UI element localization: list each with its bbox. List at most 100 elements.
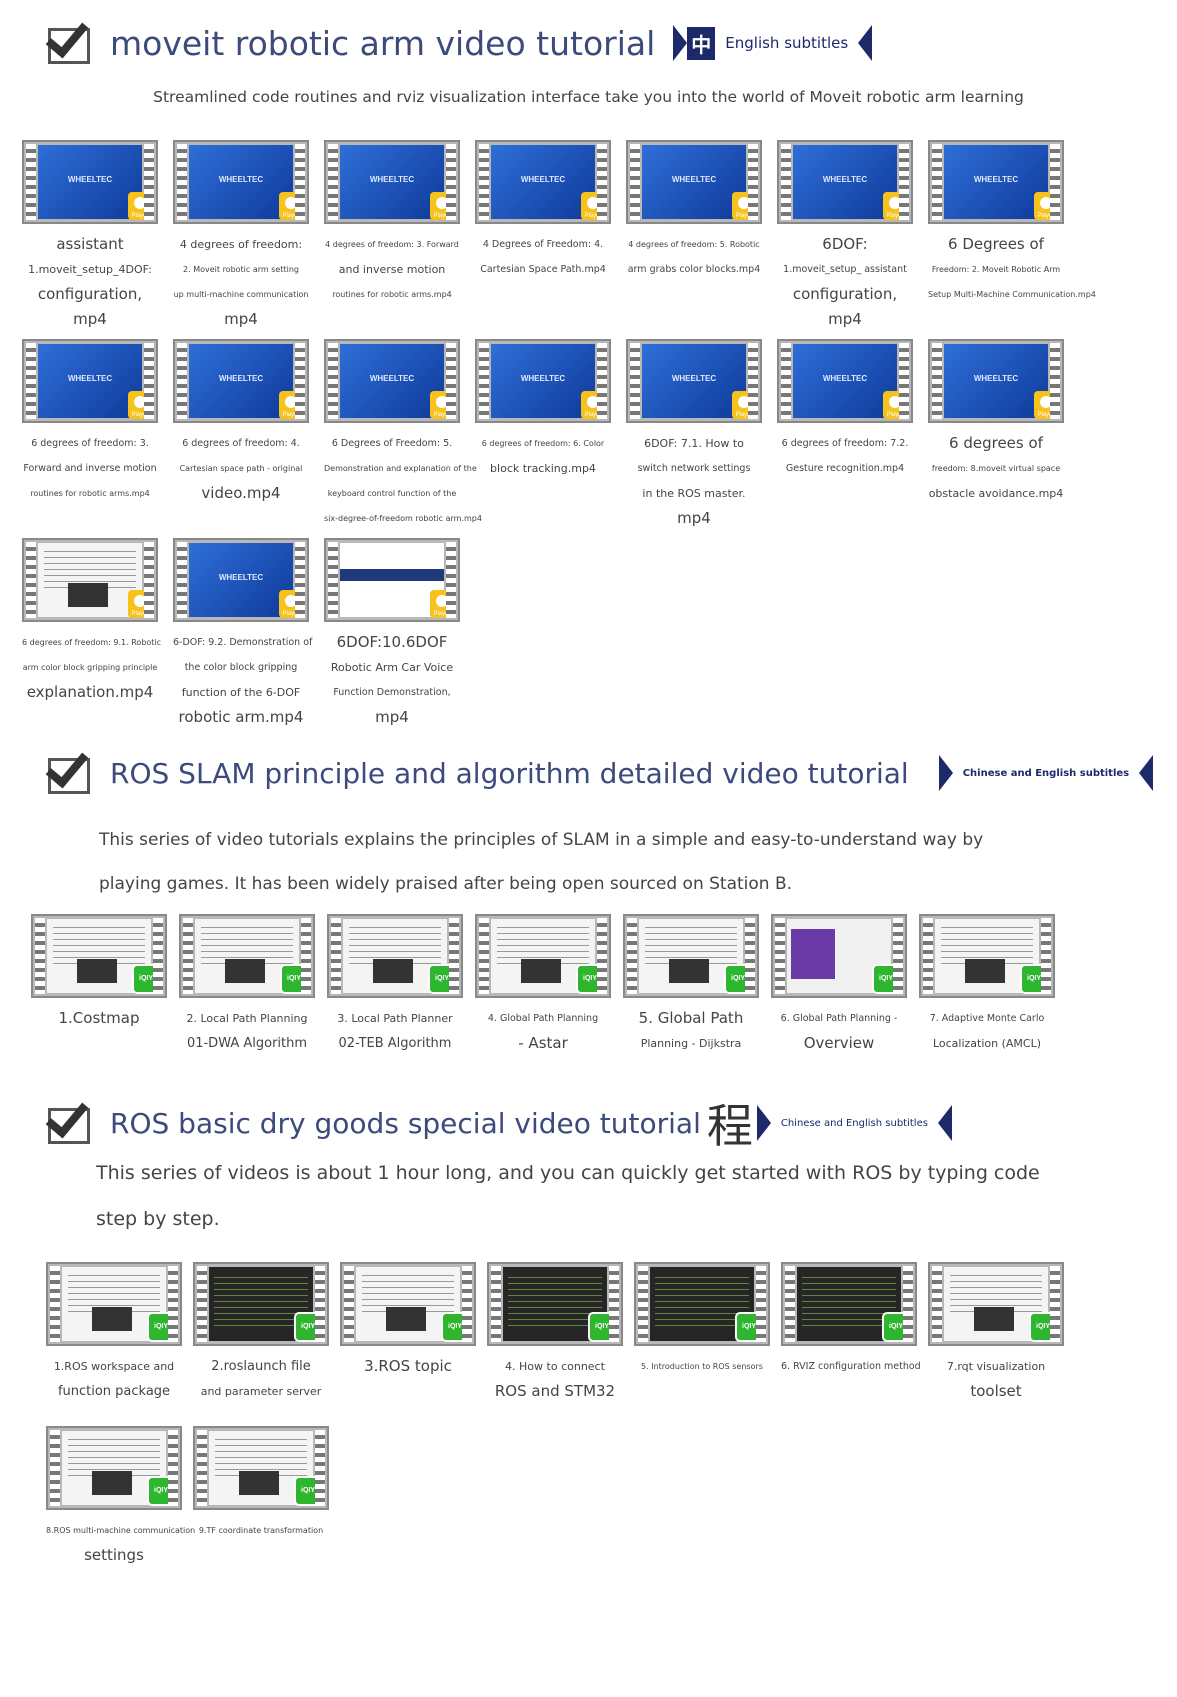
video-caption[interactable]: 6. Global Path Planning -Overview: [771, 1006, 907, 1056]
iqiyi-icon[interactable]: iQIYI: [294, 1312, 324, 1342]
video-caption[interactable]: 4. Global Path Planning- Astar: [475, 1006, 611, 1056]
film-frame[interactable]: iQIYI: [623, 914, 759, 998]
film-frame[interactable]: iQIYI: [771, 914, 907, 998]
video-thumbnail[interactable]: iQIYI 9.TF coordinate transformation: [193, 1426, 329, 1543]
video-thumbnail[interactable]: iQIYI 4. Global Path Planning- Astar: [475, 914, 611, 1056]
iqiyi-icon[interactable]: iQIYI: [280, 964, 310, 994]
iqiyi-icon[interactable]: iQIYI: [588, 1312, 618, 1342]
film-frame[interactable]: Player: [324, 538, 460, 622]
iqiyi-icon[interactable]: iQIYI: [1029, 1312, 1059, 1342]
film-frame[interactable]: Player: [22, 538, 158, 622]
play-icon[interactable]: Player: [128, 391, 152, 419]
video-caption[interactable]: 6 Degrees of Freedom: 5.Demonstration an…: [324, 431, 482, 531]
video-thumbnail[interactable]: iQIYI 6. Global Path Planning -Overview: [771, 914, 907, 1056]
film-frame[interactable]: iQIYI: [46, 1262, 182, 1346]
iqiyi-icon[interactable]: iQIYI: [147, 1312, 177, 1342]
iqiyi-icon[interactable]: iQIYI: [294, 1476, 324, 1506]
film-frame[interactable]: iQIYI: [46, 1426, 182, 1510]
iqiyi-icon[interactable]: iQIYI: [882, 1312, 912, 1342]
play-icon[interactable]: Player: [883, 391, 907, 419]
iqiyi-icon[interactable]: iQIYI: [735, 1312, 765, 1342]
video-caption[interactable]: 4 degrees of freedom:2. Moveit robotic a…: [173, 232, 309, 332]
play-icon[interactable]: Player: [581, 192, 605, 220]
iqiyi-icon[interactable]: iQIYI: [147, 1476, 177, 1506]
video-caption[interactable]: 3.ROS topic: [340, 1354, 476, 1379]
iqiyi-icon[interactable]: iQIYI: [1020, 964, 1050, 994]
iqiyi-icon[interactable]: iQIYI: [576, 964, 606, 994]
video-thumbnail[interactable]: Player 6 degrees of freedom: 9.1. Robotic…: [22, 538, 161, 705]
iqiyi-icon[interactable]: iQIYI: [724, 964, 754, 994]
film-frame[interactable]: iQIYI: [928, 1262, 1064, 1346]
play-icon[interactable]: Player: [1034, 192, 1058, 220]
play-icon[interactable]: Player: [430, 590, 454, 618]
iqiyi-icon[interactable]: iQIYI: [132, 964, 162, 994]
film-frame[interactable]: iQIYI: [193, 1262, 329, 1346]
iqiyi-icon[interactable]: iQIYI: [441, 1312, 471, 1342]
play-icon[interactable]: Player: [279, 192, 303, 220]
play-icon[interactable]: Player: [430, 391, 454, 419]
iqiyi-icon[interactable]: iQIYI: [428, 964, 458, 994]
play-icon[interactable]: Player: [883, 192, 907, 220]
film-frame[interactable]: iQIYI: [31, 914, 167, 998]
video-caption[interactable]: 6 degrees of freedom: 3.Forward and inve…: [22, 431, 158, 506]
film-frame[interactable]: iQIYI: [193, 1426, 329, 1510]
film-frame[interactable]: iQIYI: [327, 914, 463, 998]
play-icon[interactable]: Player: [128, 192, 152, 220]
video-caption[interactable]: 9.TF coordinate transformation: [193, 1518, 329, 1543]
video-caption[interactable]: 6 degrees of freedom: 7.2.Gesture recogn…: [777, 431, 913, 481]
play-icon[interactable]: Player: [732, 192, 756, 220]
film-frame[interactable]: iQIYI: [487, 1262, 623, 1346]
play-icon[interactable]: Player: [128, 590, 152, 618]
film-frame[interactable]: iQIYI: [634, 1262, 770, 1346]
